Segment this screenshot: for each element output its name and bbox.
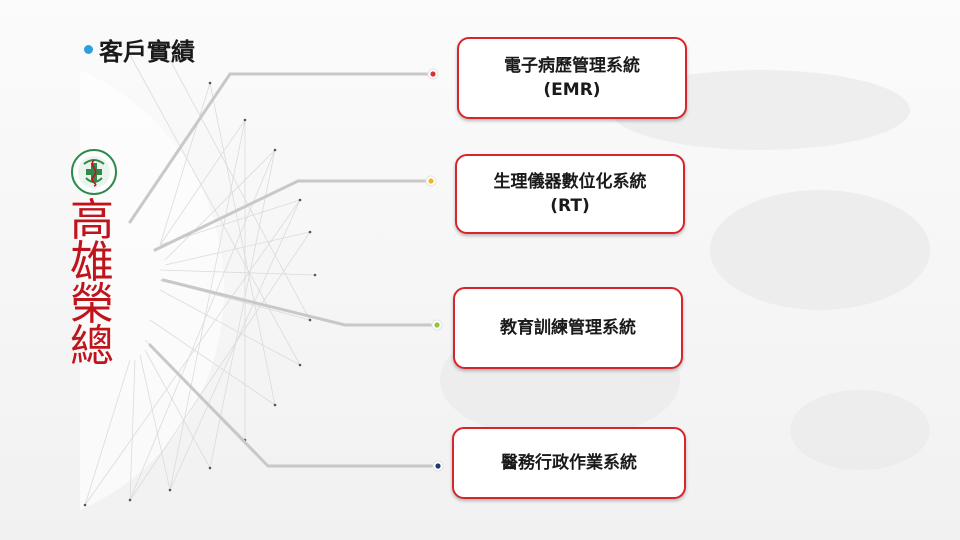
system-name: 醫務行政作業系統 bbox=[501, 453, 637, 473]
system-box-admin: 醫務行政作業系統 bbox=[452, 427, 686, 499]
system-box-training: 教育訓練管理系統 bbox=[453, 287, 683, 369]
hospital-name-char: 榮 bbox=[70, 279, 114, 330]
hospital-name-vertical: 高 雄 榮 總 bbox=[62, 195, 122, 372]
hospital-name-char: 雄 bbox=[70, 237, 114, 288]
hospital-logo bbox=[71, 149, 117, 195]
bullet-icon bbox=[84, 45, 93, 54]
slide-title: 客戶實績 bbox=[84, 32, 195, 67]
system-name: 教育訓練管理系統 bbox=[500, 318, 636, 338]
system-box-emr: 電子病歷管理系統 (EMR) bbox=[457, 37, 687, 119]
slide-title-text: 客戶實績 bbox=[99, 38, 195, 66]
system-name: 生理儀器數位化系統 bbox=[493, 172, 647, 192]
system-box-rt: 生理儀器數位化系統 (RT) bbox=[455, 154, 685, 234]
system-abbr: (RT) bbox=[550, 196, 590, 216]
system-name: 電子病歷管理系統 bbox=[504, 56, 640, 76]
hospital-name-char: 高 bbox=[70, 195, 114, 246]
system-abbr: (EMR) bbox=[543, 80, 601, 100]
hospital-name-char: 總 bbox=[70, 321, 114, 372]
